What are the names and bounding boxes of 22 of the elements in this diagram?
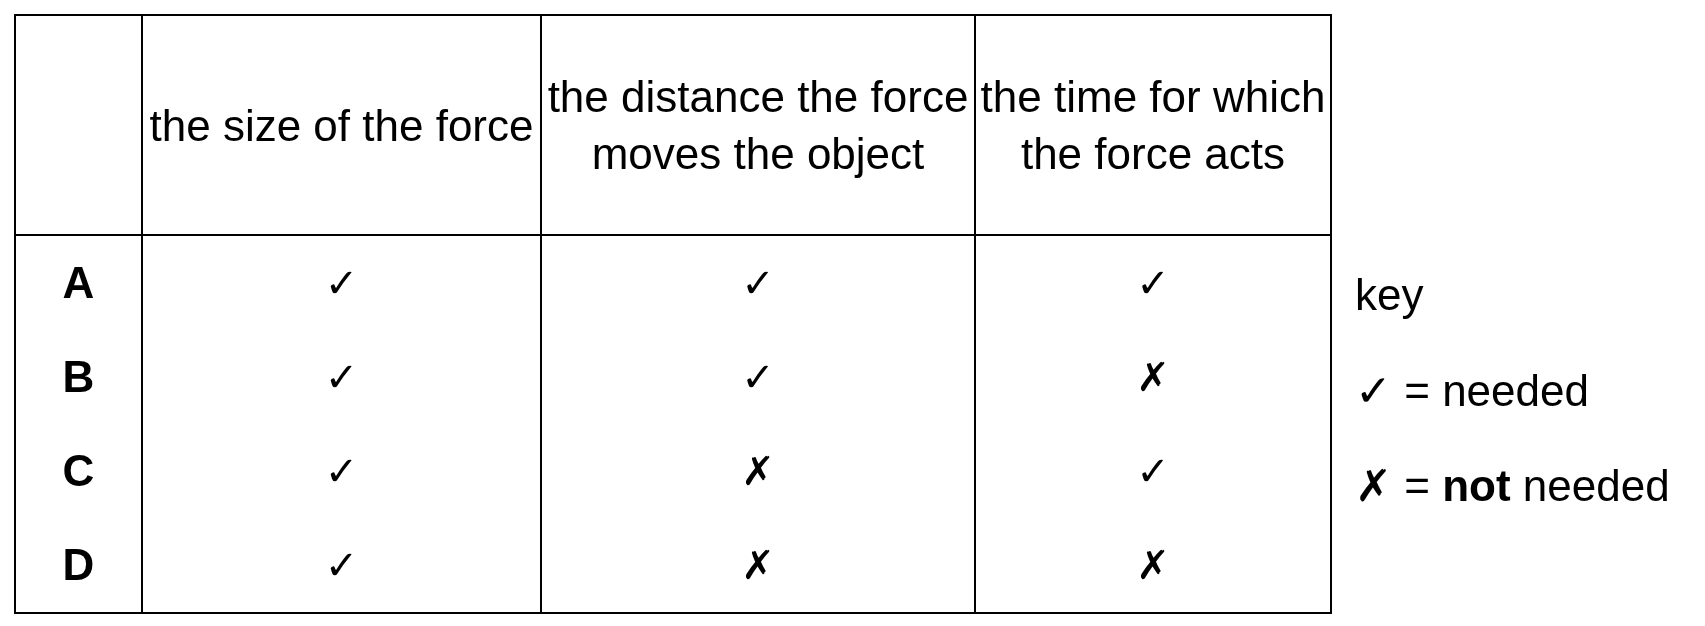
mark-cell: ✓ xyxy=(541,235,975,330)
key-entry: ✓ = needed xyxy=(1355,365,1589,416)
mark-cell: ✓ xyxy=(975,235,1331,330)
mark-cell: ✗ xyxy=(541,518,975,613)
key-heading: key xyxy=(1355,270,1424,320)
mark-cell: ✗ xyxy=(541,424,975,518)
row-label: C xyxy=(15,424,142,518)
row-label: D xyxy=(15,518,142,613)
column-header: the time for which the force acts xyxy=(975,15,1331,235)
row-label: B xyxy=(15,330,142,424)
mark-cell: ✗ xyxy=(975,518,1331,613)
mark-cell: ✗ xyxy=(975,330,1331,424)
column-header: the distance the force moves the object xyxy=(541,15,975,235)
column-header: the size of the force xyxy=(142,15,541,235)
mark-cell: ✓ xyxy=(142,330,541,424)
mark-cell: ✓ xyxy=(541,330,975,424)
key-entry: ✗ = not needed xyxy=(1355,460,1670,511)
mark-cell: ✓ xyxy=(142,235,541,330)
mark-cell: ✓ xyxy=(142,424,541,518)
mark-cell: ✓ xyxy=(142,518,541,613)
mark-cell: ✓ xyxy=(975,424,1331,518)
row-label: A xyxy=(15,235,142,330)
